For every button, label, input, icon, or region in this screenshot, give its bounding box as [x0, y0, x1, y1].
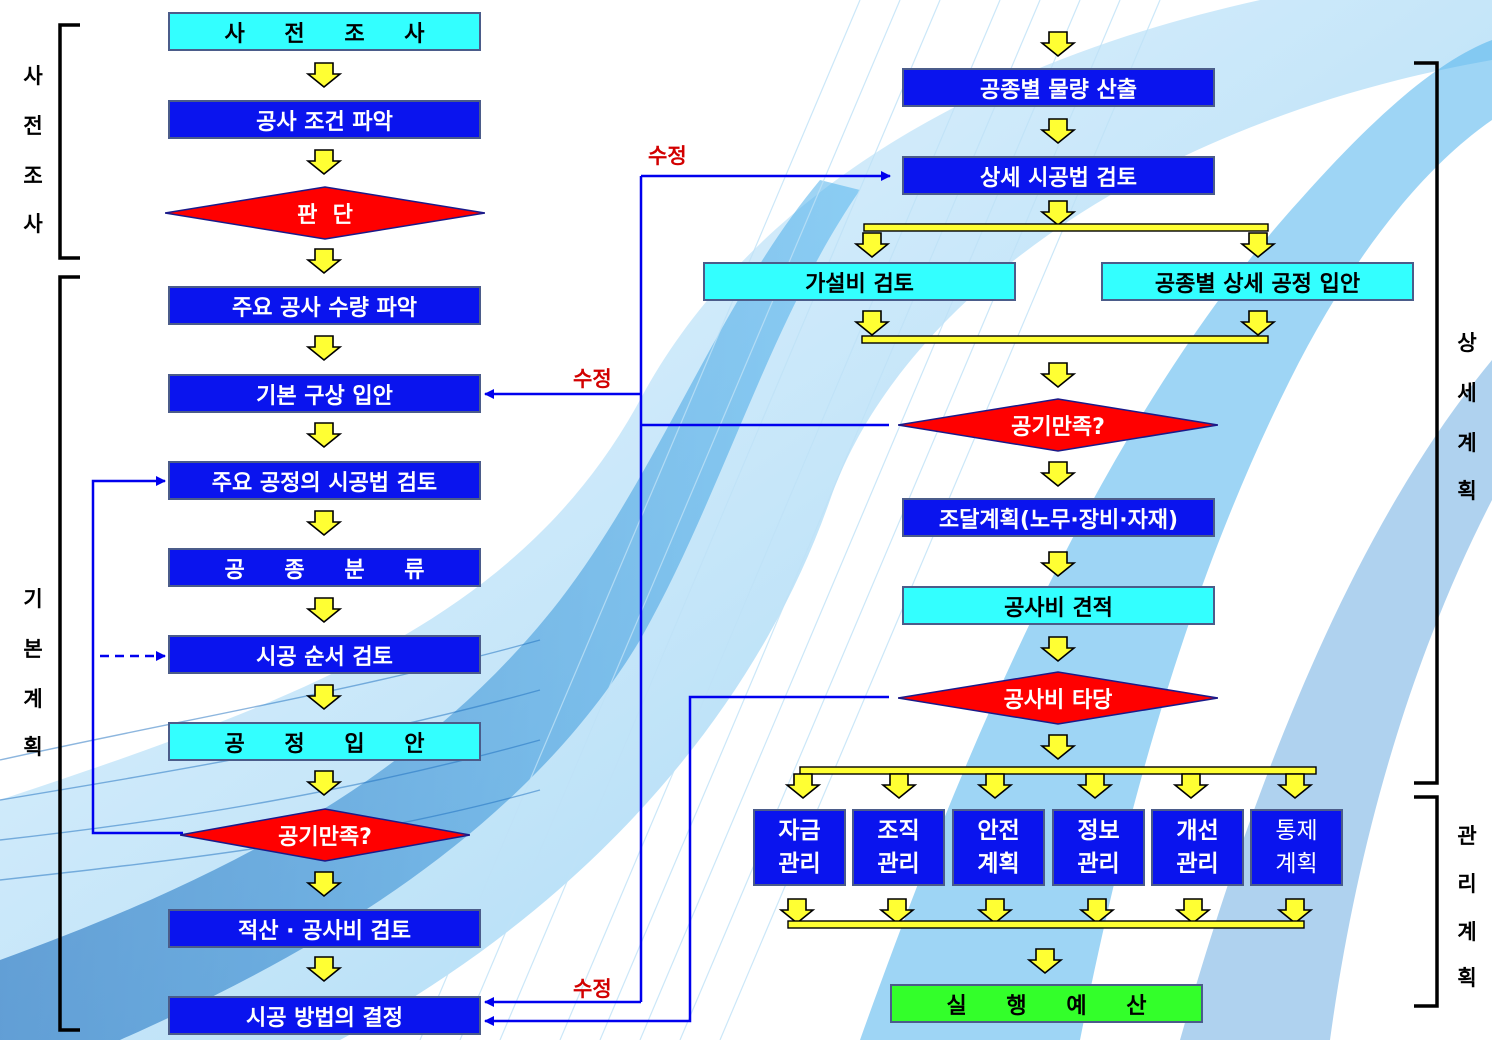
box-main-method-review: 주요 공정의 시공법 검토 [168, 461, 481, 500]
decision-schedule-ok-left: 공기만족? [180, 808, 470, 862]
flow-arrow [307, 871, 341, 897]
flow-arrow [307, 335, 341, 361]
box-quantity-takeoff: 공종별 물량 산출 [902, 68, 1215, 107]
decision-judgment: 판 단 [165, 186, 485, 240]
decision-cost-valid: 공사비 타당 [898, 671, 1218, 725]
bracket-management-plan [1414, 795, 1439, 1008]
box-procurement-plan: 조달계획(노무·장비·자재) [902, 498, 1215, 537]
box-detail-method-review: 상세 시공법 검토 [902, 156, 1215, 195]
flow-arrow [307, 597, 341, 623]
flow-arrow [1041, 362, 1075, 388]
flow-arrow [307, 62, 341, 88]
box-temporary-cost-review: 가설비 검토 [703, 262, 1016, 301]
merge-connector-top [855, 310, 1275, 344]
flow-arrow [307, 684, 341, 710]
flow-arrow [307, 422, 341, 448]
branch-connector-top [855, 223, 1275, 258]
edit-label-middle: 수정 [573, 367, 612, 391]
flow-arrow [1041, 461, 1075, 487]
flow-arrow [307, 770, 341, 796]
box-schedule-plan: 공 정 입 안 [168, 722, 481, 761]
flow-arrow [1041, 31, 1075, 57]
flow-arrow [307, 248, 341, 274]
box-work-classification: 공 종 분 류 [168, 548, 481, 587]
bracket-detail-plan [1414, 61, 1439, 785]
feedback-line-from-cost-valid [484, 695, 889, 1026]
bracket-basic-plan [58, 275, 80, 1032]
box-pre-survey: 사 전 조 사 [168, 12, 481, 51]
branch-connector-bottom [786, 766, 1317, 799]
flow-arrow [307, 510, 341, 536]
box-cost-estimate: 공사비 견적 [902, 586, 1215, 625]
box-method-decision: 시공 방법의 결정 [168, 996, 481, 1035]
box-main-quantity: 주요 공사 수량 파악 [168, 286, 481, 325]
box-execution-budget: 실 행 예 산 [890, 984, 1203, 1023]
box-site-conditions: 공사 조건 파악 [168, 100, 481, 139]
flow-arrow [307, 149, 341, 175]
flow-arrow [1041, 200, 1075, 226]
bracket-pre-survey [58, 23, 80, 260]
edit-label-bottom: 수정 [573, 977, 612, 1001]
decision-schedule-ok-right: 공기만족? [898, 398, 1218, 452]
flow-arrow [1041, 636, 1075, 662]
box-detail-schedule-plan: 공종별 상세 공정 입안 [1101, 262, 1414, 301]
edit-label-top: 수정 [648, 144, 687, 168]
flow-arrow [1028, 948, 1062, 974]
box-basic-concept: 기본 구상 입안 [168, 374, 481, 413]
box-cost-review: 적산 · 공사비 검토 [168, 909, 481, 948]
feedback-line-method-review [91, 476, 183, 835]
flow-arrow [1041, 551, 1075, 577]
flow-arrow [1041, 734, 1075, 760]
box-sequence-review: 시공 순서 검토 [168, 635, 481, 674]
flow-arrow [307, 956, 341, 982]
flow-arrow [1041, 118, 1075, 144]
merge-connector-bottom [780, 898, 1312, 929]
